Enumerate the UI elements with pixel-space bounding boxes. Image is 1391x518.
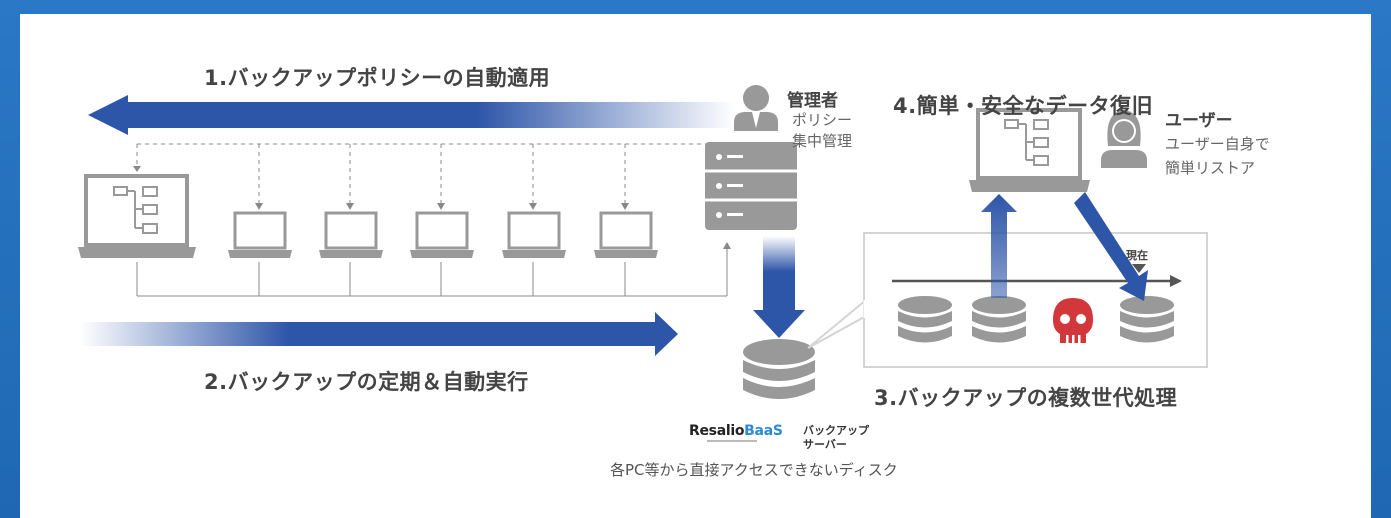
logo-part2: BaaS xyxy=(744,423,783,439)
admin-role: 管理者 xyxy=(787,91,838,111)
database-icon xyxy=(743,339,815,399)
laptop-icon xyxy=(319,211,383,258)
laptop-icon xyxy=(228,211,292,258)
timeline xyxy=(892,264,1182,287)
restore-up-arrow xyxy=(981,194,1017,298)
step1-title: 1.バックアップポリシーの自動適用 xyxy=(204,66,551,90)
user-desc-line2: 簡単リストア xyxy=(1165,159,1256,177)
step2-title: 2.バックアップの定期＆自動実行 xyxy=(204,370,529,394)
logo-underline xyxy=(707,440,757,442)
laptop-icon xyxy=(78,174,196,258)
admin-person-icon xyxy=(734,85,778,131)
step3-title: 3.バックアップの複数世代処理 xyxy=(874,386,1178,410)
disk-caption: 各PC等から直接アクセスできないディスク xyxy=(610,461,898,479)
admin-desc-line2: 集中管理 xyxy=(792,132,853,150)
return-arrowhead xyxy=(723,242,731,249)
distribution-lines xyxy=(136,143,707,204)
backup-server-label-line1: バックアップ xyxy=(803,424,869,437)
logo-part1: Resalio xyxy=(689,423,745,439)
database-icon xyxy=(1120,296,1174,343)
backup-server-label: バックアップ サーバー xyxy=(803,424,869,452)
return-lines xyxy=(136,248,728,297)
to-backup-server-arrow xyxy=(753,236,805,338)
laptop-icon xyxy=(969,108,1090,192)
backup-arrow xyxy=(80,312,678,356)
user-role: ユーザー xyxy=(1165,111,1233,131)
user-desc-line1: ユーザー自身で xyxy=(1165,135,1270,153)
database-icon xyxy=(972,296,1026,343)
skull-icon xyxy=(1053,298,1093,343)
step4-title: 4.簡単・安全なデータ復旧 xyxy=(893,94,1154,118)
server-icon xyxy=(705,142,797,230)
user-person-icon xyxy=(1101,110,1147,168)
current-label: 現在 xyxy=(1126,249,1148,262)
laptop-icon xyxy=(594,211,658,258)
laptop-icon xyxy=(410,211,474,258)
laptop-icon xyxy=(502,211,566,258)
restore-diagonal-arrow xyxy=(1074,192,1148,301)
admin-desc-line1: ポリシー xyxy=(792,111,853,129)
database-icon xyxy=(898,296,952,343)
distribution-arrowheads xyxy=(133,166,629,210)
backup-server-label-line2: サーバー xyxy=(803,438,847,451)
policy-arrow xyxy=(88,95,735,135)
